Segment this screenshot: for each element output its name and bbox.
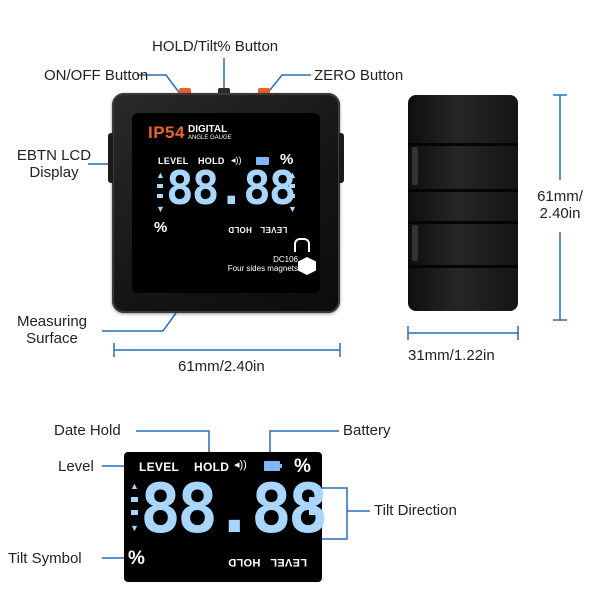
zero-button[interactable]	[258, 88, 270, 95]
tilt-symbol-label: Tilt Symbol	[8, 550, 82, 567]
hold-tilt-button-label: HOLD/Tilt% Button	[152, 38, 279, 55]
lcd-percent-bottom: %	[128, 548, 146, 569]
lcd-level-mirror: LEVEL	[270, 556, 307, 568]
on-off-button-label: ON/OFF Button	[44, 67, 149, 84]
zero-button-label: ZERO Button	[314, 67, 404, 84]
lcd-display-label: EBTN LCD Display	[16, 147, 92, 182]
lcd-battery-icon	[264, 461, 280, 471]
home-logo-icon	[294, 238, 310, 252]
device-percent-bottom: %	[154, 219, 168, 236]
device-up-arrow: ▲	[156, 170, 165, 180]
on-off-button[interactable]	[179, 88, 191, 95]
device-model: DC106 Four sides magnets	[227, 255, 298, 273]
device-screen: IP54 DIGITAL ANGLE GAUGE LEVEL HOLD ◂)) …	[132, 113, 320, 293]
lcd-level-text: LEVEL	[139, 460, 180, 474]
device-down-arrow: ▼	[156, 204, 165, 214]
lcd-down-arrow-right: ▼	[308, 523, 317, 533]
battery-label: Battery	[343, 422, 391, 439]
magnet-logo-icon	[298, 257, 316, 275]
device-level-mirror: LEVEL	[260, 225, 288, 234]
lcd-up-arrow-left: ▲	[130, 481, 139, 491]
level-label: Level	[58, 458, 94, 475]
device-battery-icon	[256, 157, 269, 165]
lcd-signal-icon: ◂))	[234, 459, 247, 471]
date-hold-label: Date Hold	[54, 422, 121, 439]
lcd-digits: 88.88	[140, 470, 329, 549]
device-level-text: LEVEL	[158, 156, 189, 166]
side-width-label: 31mm/1.22in	[408, 347, 495, 364]
lcd-percent-top: %	[294, 456, 312, 477]
lcd-hold-text: HOLD	[194, 460, 230, 474]
device-hold-text: HOLD	[198, 156, 225, 166]
device-percent-top: %	[280, 151, 294, 168]
device-hold-mirror: HOLD	[228, 225, 252, 234]
device-side-view	[408, 95, 518, 311]
hold-tilt-button[interactable]	[218, 88, 230, 95]
device-digits: 88.88	[166, 161, 296, 215]
angle-gauge-device: IP54 DIGITAL ANGLE GAUGE LEVEL HOLD ◂)) …	[108, 93, 344, 313]
measuring-surface-label: Measuring Surface	[16, 313, 88, 348]
ip54-brand: IP54	[148, 123, 185, 142]
lcd-up-arrow-right: ▲	[308, 481, 317, 491]
lcd-down-arrow-left: ▼	[130, 523, 139, 533]
lcd-closeup: LEVEL HOLD ◂)) % ▲ ▼ 88.88 ▲ ▼ % HOLD LE…	[124, 452, 329, 582]
brand-digital: DIGITAL	[188, 124, 228, 135]
lcd-hold-mirror: HOLD	[228, 556, 261, 568]
brand-angle-gauge: ANGLE GAUGE	[188, 135, 232, 141]
tilt-direction-label: Tilt Direction	[374, 502, 457, 519]
device-signal-icon: ◂))	[231, 155, 242, 165]
front-width-label: 61mm/2.40in	[178, 358, 265, 375]
side-height-label: 61mm/ 2.40in	[537, 188, 583, 223]
